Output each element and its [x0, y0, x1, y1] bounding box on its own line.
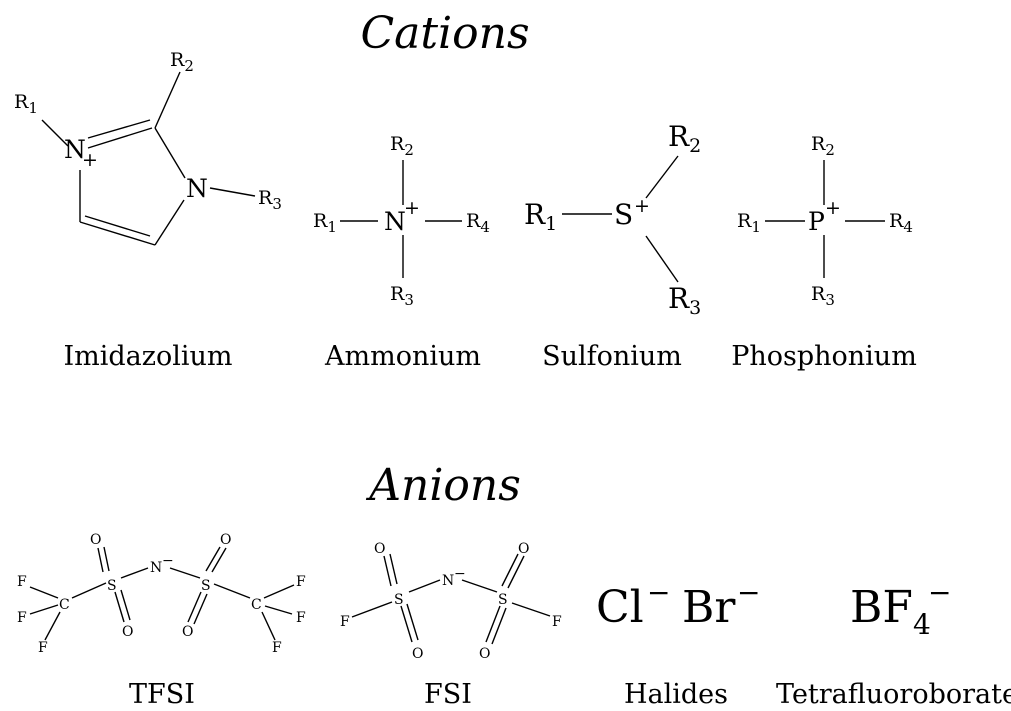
fsi-right-o-top: O	[518, 541, 529, 557]
halides-structure: Cl − Br −	[596, 576, 760, 633]
phosphonium-charge: +	[825, 197, 841, 219]
ammonium-name: Ammonium	[324, 341, 481, 372]
tfsi-right-f1: F	[296, 574, 306, 590]
fsi-n: N	[442, 573, 454, 589]
imidazolium-n3-atom: N	[186, 174, 208, 203]
sulfonium-charge: +	[634, 195, 650, 217]
phosphonium-r2-label: R2	[811, 133, 835, 159]
bf4-subscript: 4	[913, 608, 931, 641]
chloride-charge: −	[647, 576, 670, 609]
tfsi-left-f3: F	[38, 640, 48, 656]
tfsi-left-c: C	[59, 597, 70, 613]
fsi-right-o-bottom: O	[479, 646, 490, 662]
sulfonium-center-atom: S	[614, 198, 633, 231]
fsi-left-s: S	[394, 592, 404, 608]
fsi-left-f: F	[340, 614, 350, 630]
tfsi-structure: F F F C S O O N − S O O C F F F	[17, 532, 306, 656]
fsi-n-charge: −	[454, 566, 466, 582]
tfsi-right-s: S	[201, 578, 211, 594]
phosphonium-center-atom: P	[808, 207, 825, 236]
tfsi-left-f1: F	[17, 574, 27, 590]
bromide-charge: −	[737, 576, 760, 609]
sulfonium-r2-label: R2	[668, 120, 701, 157]
tfsi-right-o-bottom: O	[182, 624, 193, 640]
tfsi-right-f3: F	[272, 640, 282, 656]
sulfonium-r1-label: R1	[524, 198, 557, 235]
tetrafluoroborate-name: Tetrafluoroborate	[776, 679, 1011, 710]
imidazolium-r2-label: R2	[170, 49, 194, 75]
tfsi-left-o-bottom: O	[122, 624, 133, 640]
fsi-right-f: F	[552, 614, 562, 630]
imidazolium-structure: N + N R1 R2 R3	[14, 49, 282, 246]
imidazolium-name: Imidazolium	[63, 341, 232, 372]
ammonium-r4-label: R4	[466, 210, 490, 236]
fsi-structure: F S O O N − S O O F	[340, 541, 562, 662]
sulfonium-structure: S + R1 R2 R3	[524, 120, 701, 319]
tfsi-right-c: C	[251, 597, 262, 613]
fsi-left-o-bottom: O	[412, 646, 423, 662]
tfsi-n-charge: −	[162, 553, 174, 569]
tfsi-right-f2: F	[296, 610, 306, 626]
chloride-symbol: Cl	[596, 582, 644, 633]
tfsi-left-f2: F	[17, 610, 27, 626]
tetrafluoroborate-structure: BF 4 −	[850, 576, 951, 641]
bf4-symbol: BF	[850, 582, 913, 633]
ammonium-r1-label: R1	[313, 210, 337, 236]
tfsi-left-s: S	[107, 578, 117, 594]
ammonium-r2-label: R2	[390, 133, 414, 159]
ammonium-center-atom: N	[384, 207, 406, 236]
imidazolium-n1-atom: N	[64, 135, 86, 164]
fsi-name: FSI	[424, 679, 472, 710]
cations-heading: Cations	[360, 8, 529, 59]
imidazolium-r1-label: R1	[14, 91, 38, 117]
tfsi-left-o-top: O	[90, 532, 101, 548]
phosphonium-name: Phosphonium	[731, 341, 917, 372]
imidazolium-r3-label: R3	[258, 187, 282, 213]
fsi-right-s: S	[498, 592, 508, 608]
sulfonium-r3-label: R3	[668, 282, 701, 319]
phosphonium-r4-label: R4	[889, 210, 913, 236]
phosphonium-r1-label: R1	[737, 210, 761, 236]
tfsi-right-o-top: O	[220, 532, 231, 548]
imidazolium-charge: +	[82, 149, 98, 171]
anions-heading: Anions	[365, 460, 521, 511]
bf4-charge: −	[928, 576, 951, 609]
ammonium-charge: +	[404, 197, 420, 219]
bromide-symbol: Br	[682, 582, 736, 633]
sulfonium-name: Sulfonium	[542, 341, 682, 372]
phosphonium-r3-label: R3	[811, 283, 835, 309]
tfsi-name: TFSI	[129, 679, 195, 710]
halides-name: Halides	[624, 679, 728, 710]
tfsi-n: N	[150, 560, 162, 576]
ammonium-structure: N + R1 R2 R3 R4	[313, 133, 490, 309]
phosphonium-structure: P + R1 R2 R3 R4	[737, 133, 913, 309]
fsi-left-o-top: O	[374, 541, 385, 557]
ammonium-r3-label: R3	[390, 283, 414, 309]
